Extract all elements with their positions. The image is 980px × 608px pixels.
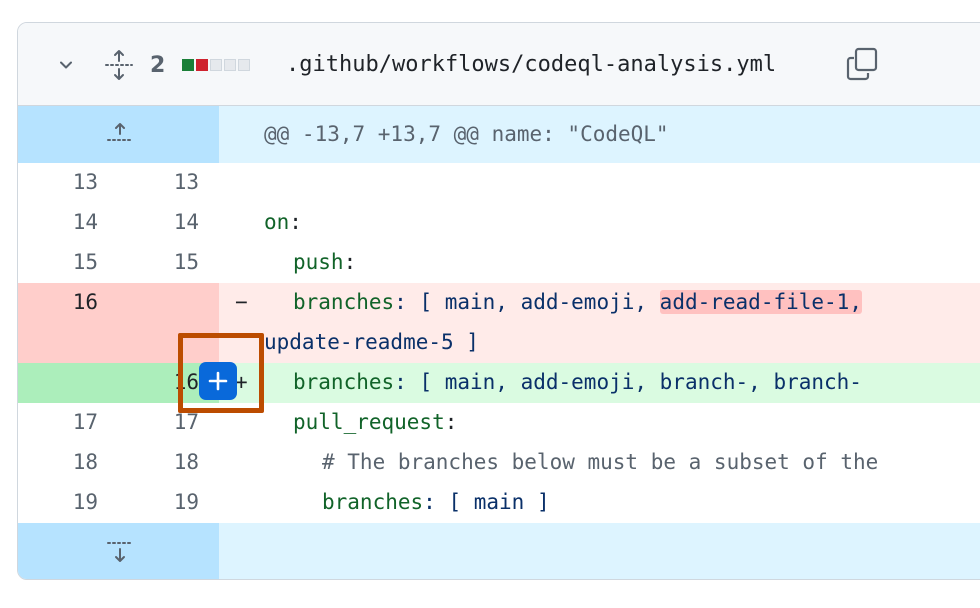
added-line-gutter <box>18 363 219 403</box>
addition-sign: + <box>235 370 248 394</box>
yaml-key: branches <box>293 370 395 394</box>
yaml-key: branches <box>322 490 424 514</box>
file-header: 2 .github/workflows/codeql-analysis.yml <box>18 23 980 106</box>
old-line-number[interactable]: 17 <box>72 410 98 434</box>
yaml-key: pull_request <box>293 410 445 434</box>
diffstat-neutral-block <box>224 59 236 71</box>
expander-row <box>18 523 980 579</box>
new-line-number[interactable]: 16 <box>173 370 199 394</box>
new-line-number[interactable]: 18 <box>173 450 199 474</box>
expand-down-button[interactable] <box>18 523 219 579</box>
new-line-number[interactable]: 13 <box>173 170 199 194</box>
new-line-number[interactable]: 14 <box>173 210 199 234</box>
plus-icon <box>208 371 228 391</box>
diff-line: 14 14 on: <box>18 203 980 243</box>
fold-down-icon <box>107 542 133 562</box>
diffstat-deleted-block <box>196 59 208 71</box>
code-line: pull_request: <box>219 403 980 443</box>
code-line: on: <box>219 203 980 243</box>
code-line: push: <box>219 243 980 283</box>
old-line-number[interactable]: 13 <box>72 170 98 194</box>
fold-up-icon <box>107 123 133 141</box>
diff-line: 17 17 pull_request: <box>18 403 980 443</box>
yaml-value: : [ main ] <box>423 490 550 514</box>
unfold-icon[interactable] <box>104 49 134 81</box>
old-line-number[interactable]: 18 <box>72 450 98 474</box>
new-line-number[interactable]: 17 <box>173 410 199 434</box>
code-line: − branches: [ main, add-emoji, add-read-f… <box>219 283 980 363</box>
chevron-down-icon[interactable] <box>60 59 72 71</box>
diffstat-neutral-block <box>238 59 250 71</box>
new-line-number[interactable]: 19 <box>173 490 199 514</box>
file-path[interactable]: .github/workflows/codeql-analysis.yml <box>286 52 777 77</box>
changes-count: 2 <box>150 53 166 78</box>
added-line: 16 + branches: [ main, add-emoji, branch-… <box>18 363 980 403</box>
yaml-value: : [ main, add-emoji, <box>394 290 660 314</box>
yaml-colon: : <box>444 410 458 434</box>
yaml-colon: : <box>289 210 302 234</box>
deleted-line: 16 − branches: [ main, add-emoji, add-rea… <box>18 283 980 363</box>
deleted-line-gutter <box>18 283 219 363</box>
code-line: branches: [ main ] <box>219 483 980 523</box>
diff-line: 13 13 <box>18 163 980 203</box>
yaml-key: branches <box>293 290 395 314</box>
old-line-number[interactable]: 15 <box>72 250 98 274</box>
highlight-outline <box>178 333 264 413</box>
expand-up-button[interactable] <box>18 106 219 163</box>
add-comment-button[interactable] <box>199 362 237 400</box>
deletion-sign: − <box>235 290 248 314</box>
yaml-value: : [ main, add-emoji, branch-, branch- <box>394 370 862 394</box>
diff-file: 2 .github/workflows/codeql-analysis.yml … <box>17 22 980 580</box>
yaml-colon: : <box>343 250 357 274</box>
old-line-number[interactable]: 14 <box>72 210 98 234</box>
code-comment: # The branches below must be a subset of… <box>322 450 879 474</box>
diffstat-neutral-block <box>210 59 222 71</box>
diff-line: 18 18 # The branches below must be a sub… <box>18 443 980 483</box>
removed-highlight: add-read-file-1, <box>659 290 862 314</box>
code-line: + branches: [ main, add-emoji, branch-, b… <box>219 363 980 403</box>
diff-line: 15 15 push: <box>18 243 980 283</box>
diff-line: 19 19 branches: [ main ] <box>18 483 980 523</box>
code-line-wrap: update-readme-5 ] <box>264 330 479 354</box>
code-line <box>219 163 980 203</box>
diffstat <box>182 59 250 71</box>
diffstat-added-block <box>182 59 194 71</box>
yaml-key: on <box>264 210 290 234</box>
yaml-key: push <box>293 250 344 274</box>
new-line-number[interactable]: 15 <box>173 250 199 274</box>
copy-icon[interactable] <box>846 47 878 81</box>
hunk-header-row: @@ -13,7 +13,7 @@ name: "CodeQL" <box>18 106 980 163</box>
old-line-number[interactable]: 19 <box>72 490 98 514</box>
hunk-header: @@ -13,7 +13,7 @@ name: "CodeQL" <box>264 122 669 146</box>
old-line-number[interactable]: 16 <box>72 290 98 314</box>
